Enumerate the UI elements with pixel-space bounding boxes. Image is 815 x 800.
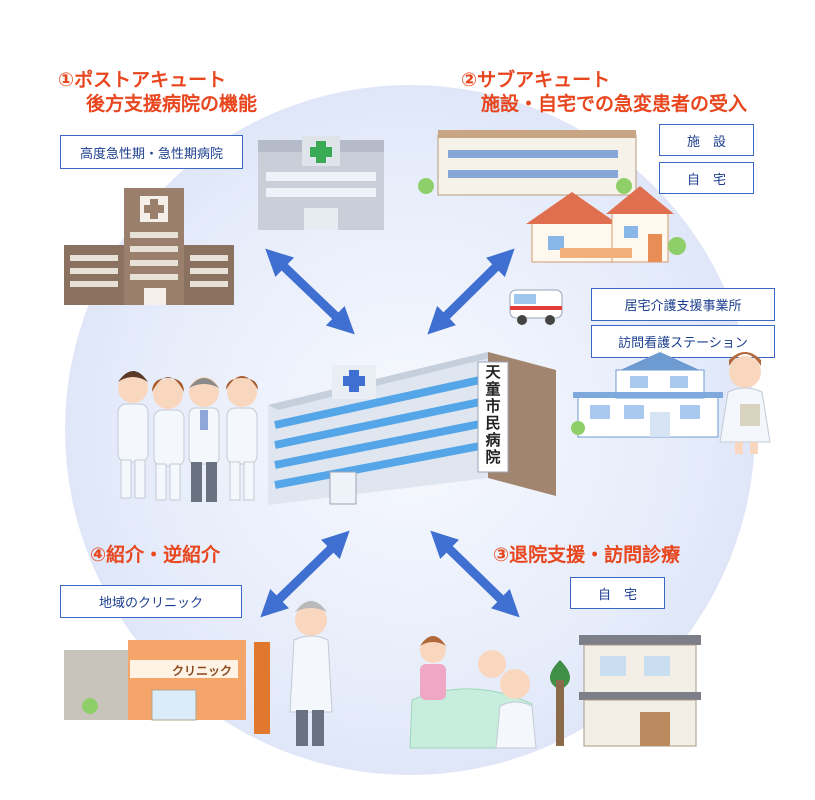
- acute-hospital-tag: 高度急性期・急性期病院: [60, 135, 243, 169]
- double-arrow-icon-ne: [427, 248, 515, 335]
- ambulance-icon: [509, 289, 563, 325]
- post-acute-title-line1: ①ポストアキュート: [58, 69, 227, 91]
- clinic-doctor-figure: [289, 601, 333, 746]
- acute-hospital-building: [64, 188, 234, 305]
- gray-hospital-building: [258, 136, 384, 230]
- sub-acute-title-line1: ②サブアキュート: [461, 69, 611, 91]
- hospital-sign: 天 童 市 民 病 院: [480, 364, 506, 466]
- care-facility-building: [418, 130, 637, 196]
- double-arrow-icon-nw: [265, 248, 355, 335]
- hospital-sign-char: 院: [485, 448, 501, 466]
- care-support-office-tag: 居宅介護支援事業所: [591, 288, 775, 321]
- sub-acute-title-line2: 施設・自宅での急変患者の受入: [481, 93, 748, 115]
- double-arrow-icon-se: [430, 530, 520, 618]
- local-clinic-tag: 地域のクリニック: [60, 585, 242, 618]
- discharge-title: ③退院支援・訪問診療: [493, 544, 681, 566]
- facility-tag: 施 設: [659, 124, 754, 156]
- home-tag: 自 宅: [659, 162, 754, 194]
- medical-staff-group: [117, 371, 258, 502]
- home-tag-discharge: 自 宅: [570, 577, 665, 609]
- tendo-city-hospital-building: [268, 352, 556, 505]
- clinic-sign: クリニック: [172, 664, 233, 678]
- local-clinic-building: [64, 640, 270, 734]
- hospital-sign-char: 天: [485, 363, 501, 381]
- hospital-sign-char: 民: [485, 414, 501, 432]
- hospital-sign-char: 市: [485, 397, 501, 415]
- visiting-nurse-figure: [719, 352, 771, 454]
- nurse-station-building: [571, 352, 723, 438]
- hospital-sign-char: 病: [485, 431, 501, 449]
- post-acute-title: ①ポストアキュート 後方支援病院の機能: [58, 68, 257, 116]
- sub-acute-title: ②サブアキュート 施設・自宅での急変患者の受入: [461, 68, 747, 116]
- referral-title: ④紹介・逆紹介: [90, 544, 221, 566]
- hospital-sign-char: 童: [485, 380, 501, 398]
- homes-illustration: [526, 186, 686, 263]
- post-acute-title-line2: 後方支援病院の機能: [86, 93, 258, 115]
- home-visit-scene: [409, 635, 701, 749]
- double-arrow-icon-sw: [260, 530, 350, 618]
